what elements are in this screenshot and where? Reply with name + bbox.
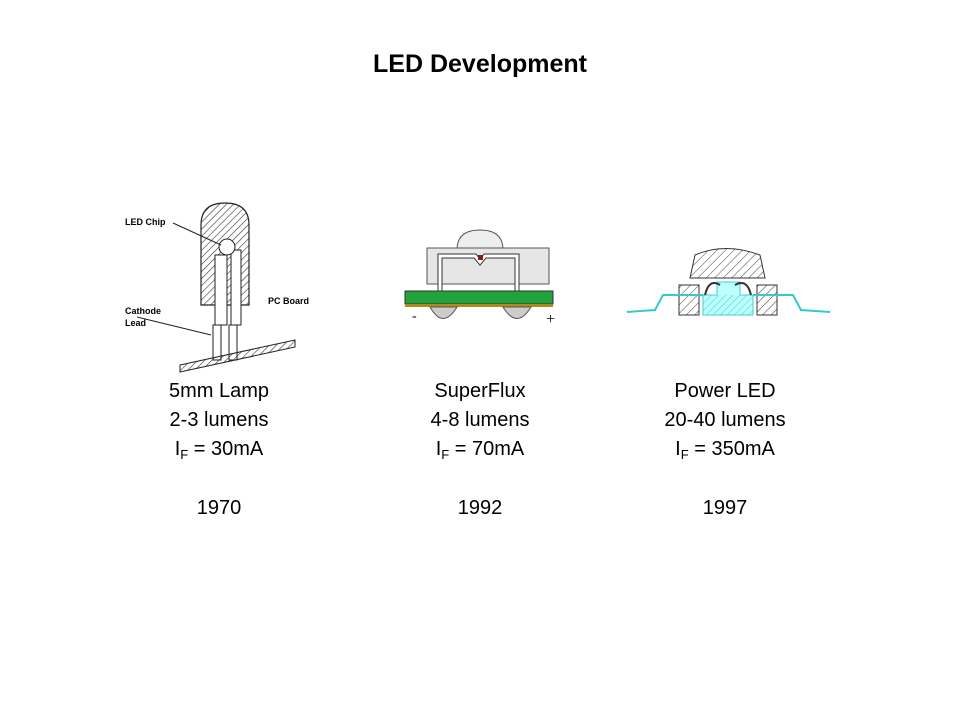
- if-value: = 70mA: [449, 438, 525, 460]
- if-prefix: I: [174, 438, 181, 460]
- if-prefix: I: [675, 438, 681, 460]
- power-led-diagram: [626, 248, 831, 316]
- led-type: 5mm Lamp: [168, 380, 270, 402]
- minus-label: -: [412, 309, 417, 324]
- label-lead: Lead: [125, 318, 146, 328]
- if-sub: F: [180, 447, 189, 462]
- year: 1997: [702, 497, 748, 519]
- year: 1992: [457, 497, 503, 519]
- year: 1970: [196, 497, 242, 519]
- led-type: SuperFlux: [434, 380, 526, 402]
- if-prefix: I: [435, 438, 442, 460]
- 5mm-lamp-diagram: LED Chip PC Board Cathode Lead: [125, 202, 309, 373]
- label-cathode: Cathode: [125, 306, 161, 316]
- lumens: 4-8 lumens: [430, 409, 530, 431]
- slide-title: LED Development: [373, 50, 587, 78]
- led-type: Power LED: [674, 380, 776, 402]
- if-sub: F: [680, 447, 689, 462]
- lumens: 2-3 lumens: [169, 409, 269, 431]
- forward-current: IF = 70mA: [370, 435, 590, 464]
- label-led-chip: LED Chip: [125, 217, 166, 227]
- column-superflux: SuperFlux 4-8 lumens IF = 70mA 1992: [370, 377, 590, 523]
- lumens: 20-40 lumens: [664, 409, 786, 431]
- if-value: = 350mA: [688, 438, 775, 460]
- column-power-led: Power LED 20-40 lumens IF = 350mA 1997: [615, 377, 835, 523]
- column-5mm-lamp: 5mm Lamp 2-3 lumens IF = 30mA 1970: [109, 377, 329, 523]
- label-pc-board: PC Board: [268, 296, 309, 306]
- plus-label: +: [546, 311, 555, 328]
- if-sub: F: [441, 447, 450, 462]
- forward-current: IF = 30mA: [109, 435, 329, 464]
- superflux-diagram: - +: [404, 229, 555, 328]
- if-value: = 30mA: [188, 438, 264, 460]
- forward-current: IF = 350mA: [615, 435, 835, 464]
